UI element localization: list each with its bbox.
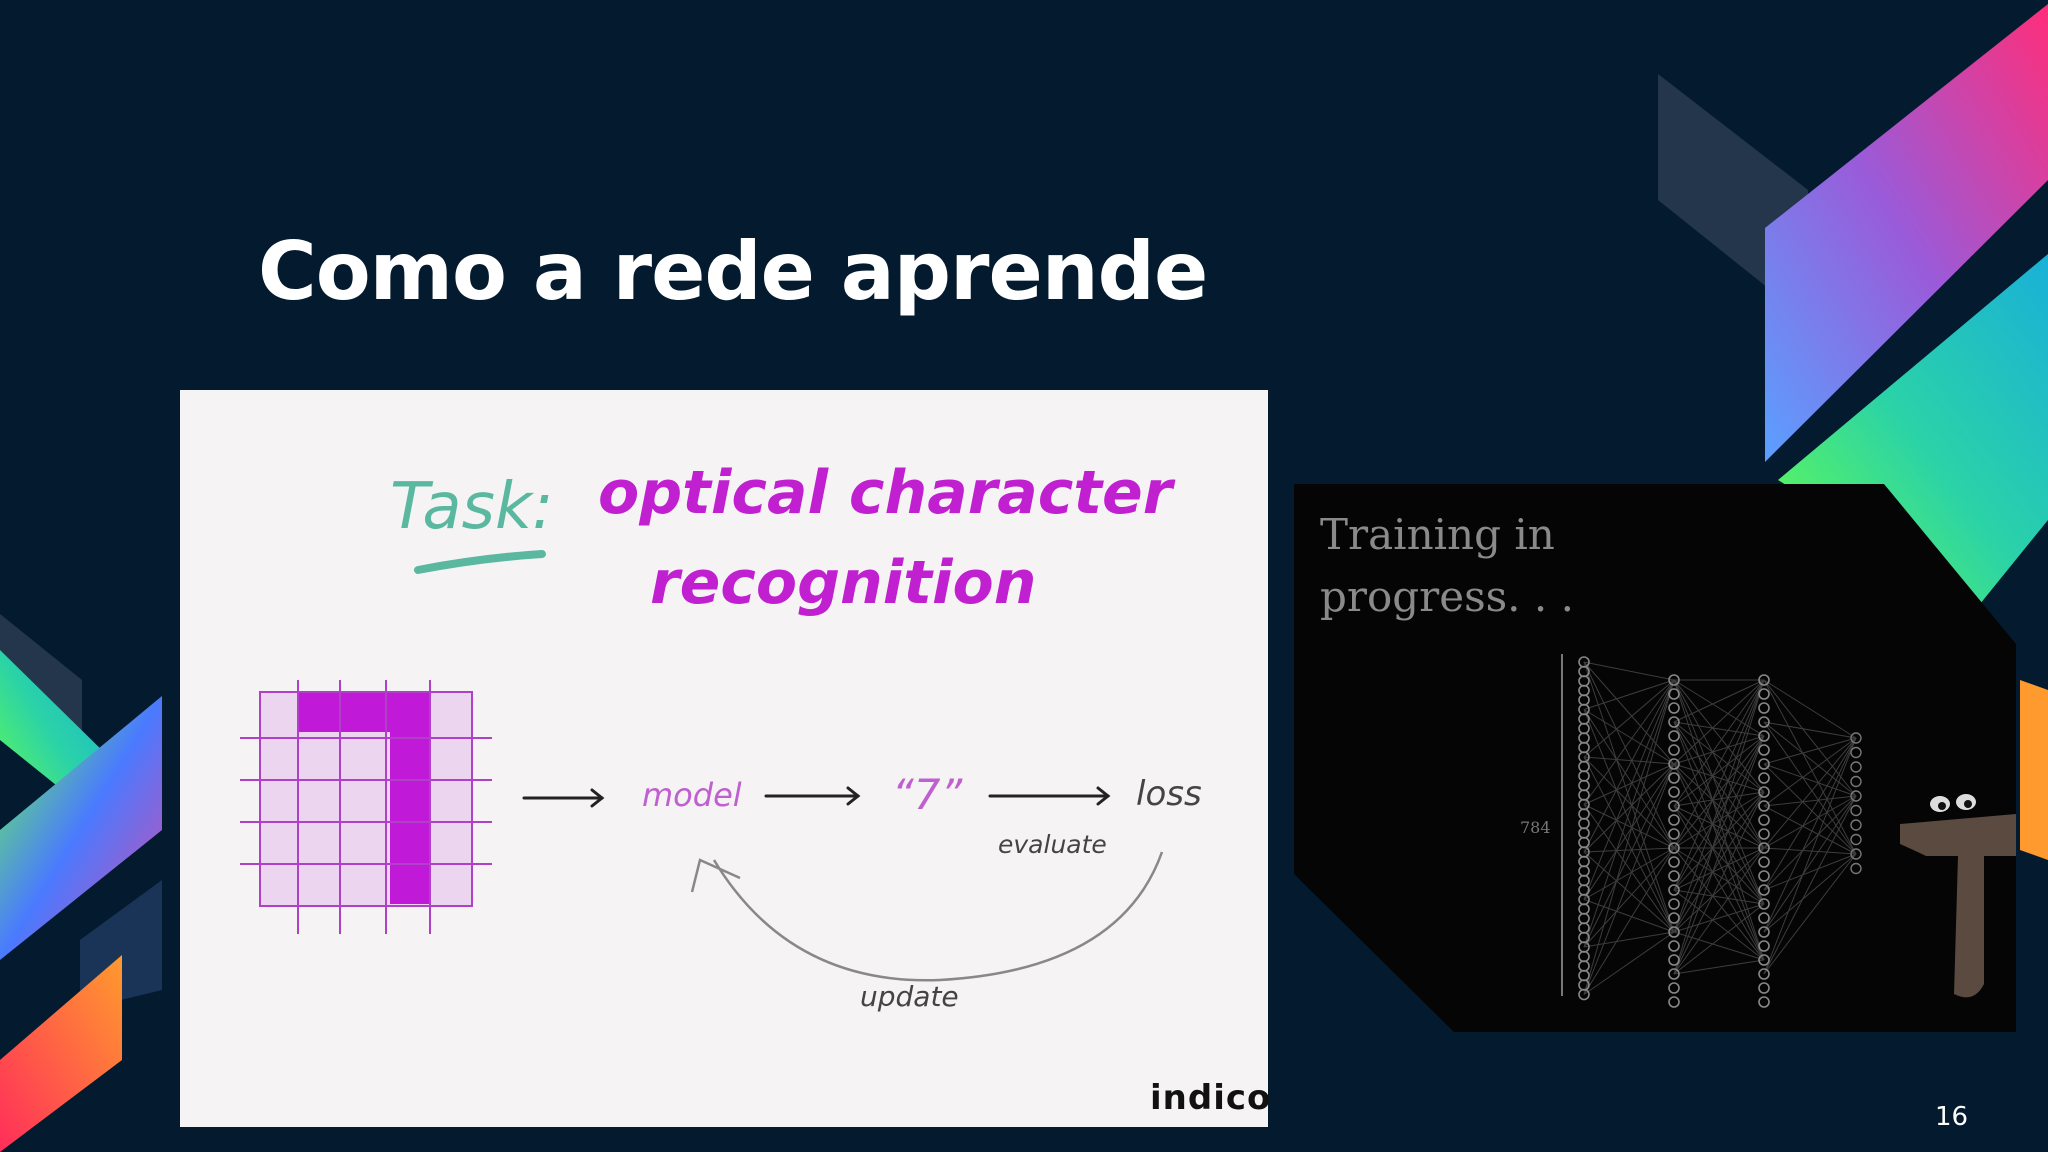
training-video[interactable]: Training in progress. . . 784: [1294, 484, 2016, 1032]
input-count-label: 784: [1520, 818, 1551, 837]
digit-grid: [240, 680, 492, 934]
evaluate-label: evaluate: [998, 830, 1107, 859]
page-number: 16: [1935, 1102, 1969, 1132]
loss-label: loss: [1136, 774, 1202, 814]
ocr-diagram-image: Task: optical character recognition mode…: [180, 390, 1272, 1127]
update-curve: [712, 851, 1164, 982]
task-label: Task:: [390, 470, 554, 544]
prediction-label: “7”: [892, 770, 963, 819]
neural-network-drawing: [1561, 654, 2016, 1008]
model-label: model: [642, 776, 742, 814]
video-caption-line-1: Training in: [1320, 510, 1555, 559]
pi-creature-icon: [1900, 794, 2016, 998]
task-description-line-2: recognition: [650, 548, 1037, 618]
video-caption-line-2: progress. . .: [1320, 572, 1574, 621]
brand-logo: indico: [1150, 1078, 1272, 1118]
task-description-line-1: optical character: [598, 458, 1173, 528]
update-label: update: [860, 980, 959, 1013]
slide-title: Como a rede aprende: [258, 225, 1208, 318]
flow-arrows: [522, 786, 1111, 808]
ocr-diagram-drawing: [240, 550, 1164, 982]
